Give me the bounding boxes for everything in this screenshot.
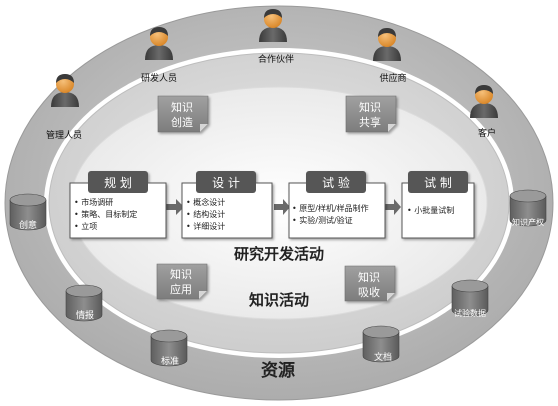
person-icon: [259, 9, 287, 42]
stage-item: • 小批量试制: [407, 205, 454, 215]
person-label: 客户: [478, 127, 496, 139]
person-icon: [373, 28, 401, 61]
stage-item: • 概念设计: [186, 197, 225, 207]
stage-item: • 原型/样机/样品制作: [292, 203, 369, 213]
person-icon: [470, 85, 498, 118]
stage-item: • 立项: [74, 221, 97, 231]
stage-box: [69, 171, 167, 239]
person-label: 研发人员: [141, 72, 177, 84]
note-icon: [156, 263, 208, 300]
stage-item: • 实验/测试/验证: [292, 215, 353, 225]
database-icon: [362, 325, 400, 363]
resource-label: 标准: [161, 355, 179, 367]
flow-arrows: [164, 199, 401, 215]
database-icon: [65, 284, 103, 322]
database-icon: [509, 189, 547, 227]
stage-title: 试 制: [424, 175, 452, 190]
resource-label: 试验数据: [454, 308, 486, 318]
stage-title: 设 计: [212, 176, 240, 190]
person-label: 供应商: [379, 72, 406, 84]
stage-box: [181, 171, 273, 239]
database-icon: [150, 329, 188, 367]
resource-label: 情报: [76, 309, 94, 321]
stage-item: • 策略、目标制定: [74, 209, 137, 219]
note-text: 创造: [171, 115, 193, 129]
note-text: 共享: [359, 115, 381, 129]
stage-title: 规 划: [104, 175, 132, 190]
note-text: 吸收: [358, 285, 380, 299]
note-text: 应用: [170, 282, 192, 296]
arrow-right-icon: [164, 199, 184, 215]
person-icon: [51, 74, 79, 107]
ring-label-outer: 资源: [261, 360, 295, 381]
database-icon: [9, 193, 47, 231]
database-icon: [451, 279, 489, 317]
note-text: 知识: [358, 270, 380, 284]
stage-box: [288, 171, 386, 239]
ring-label-inner: 研究开发活动: [234, 245, 324, 263]
person-label: 管理人员: [46, 129, 82, 141]
resource-label: 创意: [19, 219, 37, 231]
stage-item: • 详细设计: [186, 221, 225, 231]
resource-label: 知识产权: [512, 217, 544, 227]
person-icon: [145, 27, 173, 60]
note-icon: [345, 95, 397, 133]
arrow-right-icon: [274, 199, 290, 215]
note-icon: [157, 95, 209, 133]
note-text: 知识: [359, 100, 381, 114]
stage-item: • 市场调研: [74, 197, 113, 207]
note-text: 知识: [171, 100, 193, 114]
note-text: 知识: [170, 267, 192, 281]
note-icon: [344, 265, 396, 302]
resource-label: 文档: [374, 351, 392, 363]
stage-box: [401, 171, 475, 239]
stage-item: • 结构设计: [186, 209, 225, 219]
ring-label-middle: 知识活动: [249, 291, 309, 309]
stage-title: 试 验: [322, 175, 350, 190]
arrow-right-icon: [384, 199, 401, 215]
person-label: 合作伙伴: [258, 53, 294, 65]
